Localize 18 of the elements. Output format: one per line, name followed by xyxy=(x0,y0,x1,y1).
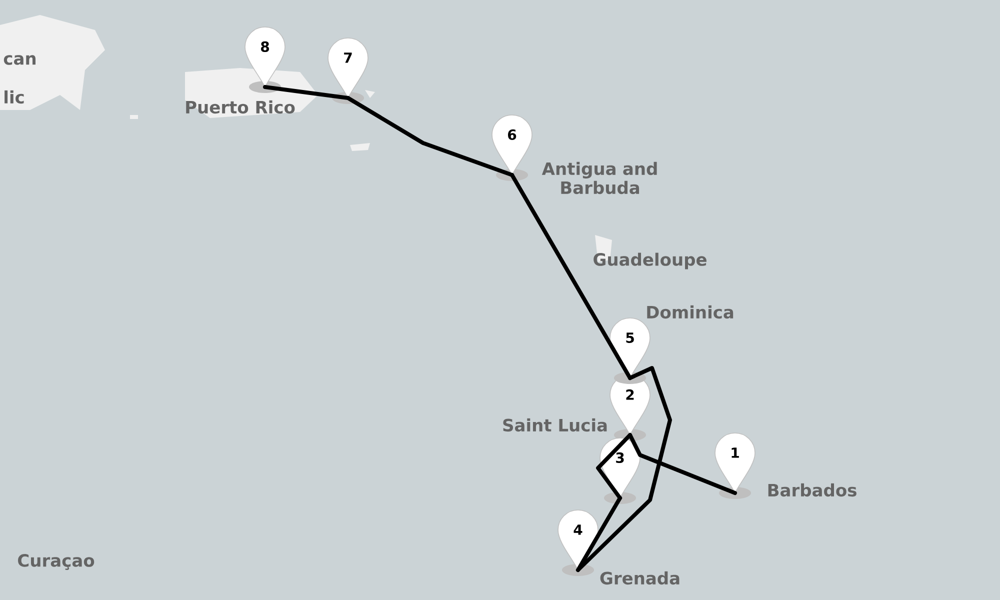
place-label: can xyxy=(4,55,36,65)
map-pin: 1 xyxy=(714,432,756,499)
map-pin: 8 xyxy=(244,26,286,93)
route-line xyxy=(596,433,632,500)
route-line xyxy=(346,96,514,177)
route-line xyxy=(628,433,737,495)
route-line xyxy=(576,366,672,572)
map-pin: 7 xyxy=(328,38,368,104)
map-pin: 6 xyxy=(492,114,532,181)
place-label: lic xyxy=(4,90,24,104)
map-pin: 4 xyxy=(558,510,598,576)
place-label: Puerto Rico xyxy=(186,100,295,114)
map-pin: 5 xyxy=(610,318,650,384)
place-label: Curaçao xyxy=(18,554,94,570)
map-pin: 3 xyxy=(600,438,640,504)
place-label: Saint Lucia xyxy=(503,418,607,432)
route-line xyxy=(510,173,632,380)
place-label: Dominica xyxy=(647,305,734,319)
